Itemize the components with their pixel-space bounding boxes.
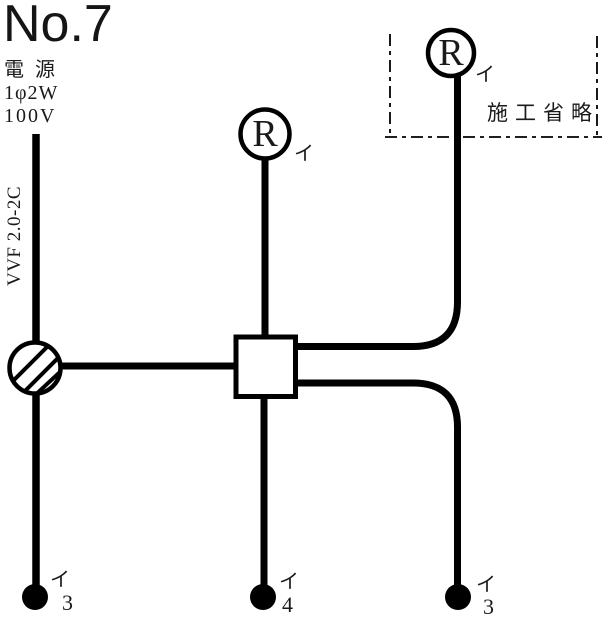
ceiling-lamp-circuit-label: イ	[294, 143, 314, 165]
wire-outlet-to-omitted-lamp	[294, 76, 461, 350]
vvf-joint-box-symbol	[7, 340, 63, 396]
right-switch-way-number: 3	[483, 594, 494, 618]
center-switch-way-number: 4	[282, 592, 293, 617]
left-switch-way-number: 3	[62, 590, 73, 615]
center-switch-circuit-label: イ	[279, 571, 299, 593]
center-switch-dot	[250, 584, 276, 610]
omission-boundary	[385, 34, 602, 138]
cable-spec-label: VVF 2.0-2C	[4, 186, 25, 287]
left-switch-dot	[22, 584, 48, 610]
left-switch-circuit-label: イ	[50, 569, 70, 591]
outlet-box-symbol	[233, 334, 298, 399]
omitted-lamp-circuit-label: イ	[475, 64, 495, 86]
power-source-label: 電 源 1φ2W 100V	[4, 59, 58, 128]
wire-outlet-to-right-switch	[294, 379, 461, 590]
power-source-phase: 1φ2W	[4, 82, 59, 104]
omission-label: 施工省略	[487, 101, 599, 125]
ceiling-lamp-circle	[238, 107, 292, 161]
omitted-lamp-circle	[425, 27, 477, 79]
right-switch-circuit-label: イ	[476, 574, 496, 596]
ceiling-lamp-symbol-letter: R	[252, 113, 278, 155]
power-source-voltage: 100V	[4, 105, 57, 127]
omitted-lamp-symbol-letter: R	[438, 32, 464, 74]
joint-box-hatching	[10, 343, 60, 393]
right-switch-dot	[445, 584, 471, 610]
power-source-name: 電 源	[4, 59, 58, 81]
diagram-number-title: No.7	[3, 0, 113, 53]
